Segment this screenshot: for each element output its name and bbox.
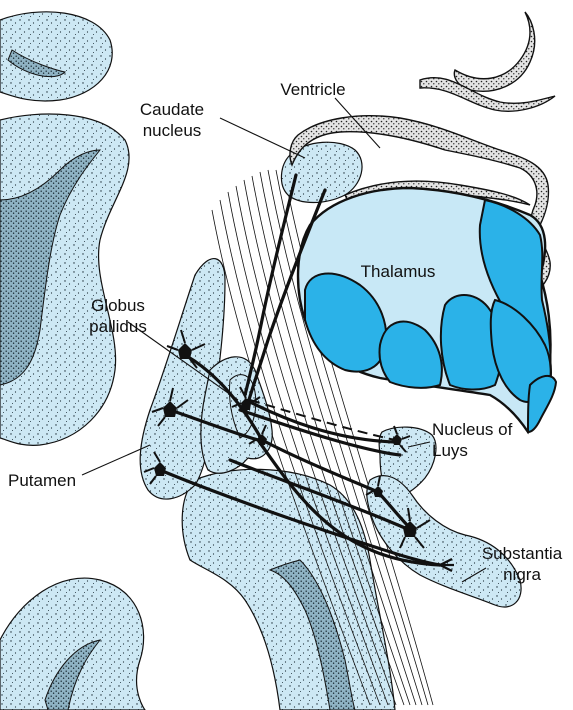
thalamus-tip xyxy=(528,376,556,432)
leader-caudate xyxy=(220,118,305,158)
label-luys-line2: Luys xyxy=(432,441,468,460)
label-nigra-line2: nigra xyxy=(503,565,541,584)
label-luys-line1: Nucleus of xyxy=(432,420,513,439)
label-globus-line1: Globus xyxy=(91,296,145,315)
label-caudate-line1: Caudate xyxy=(140,100,204,119)
ventricle-upper-fragment xyxy=(454,12,534,91)
label-caudate-line2: nucleus xyxy=(143,121,202,140)
label-ventricle: Ventricle xyxy=(280,80,345,99)
substantia-nigra-shape xyxy=(367,476,521,607)
label-globus-line2: pallidus xyxy=(89,317,147,336)
label-putamen: Putamen xyxy=(8,471,76,490)
label-nigra-line1: Substantia xyxy=(482,544,563,563)
label-thalamus: Thalamus xyxy=(361,262,436,281)
